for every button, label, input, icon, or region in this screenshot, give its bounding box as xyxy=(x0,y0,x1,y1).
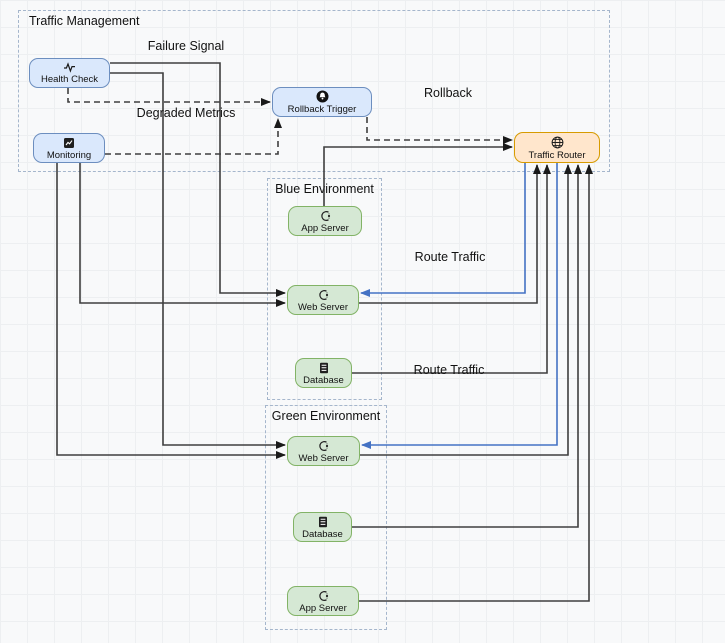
node-blue-database[interactable]: Database xyxy=(295,358,352,388)
node-label: Traffic Router xyxy=(528,149,586,161)
process-icon xyxy=(317,590,330,602)
health-check-icon xyxy=(63,62,76,73)
node-label: Database xyxy=(303,374,344,386)
node-label: Monitoring xyxy=(46,149,92,161)
monitoring-icon xyxy=(63,137,75,149)
edge-blue-appserver-to-trafficrouter xyxy=(323,143,513,206)
database-icon xyxy=(318,362,330,374)
edge-label-rollback: Rollback xyxy=(424,86,472,100)
edge-label-degraded-metrics: Degraded Metrics xyxy=(136,106,236,120)
edge-trafficrouter-to-green-webserver xyxy=(361,163,558,449)
node-label: Web Server xyxy=(298,452,349,464)
globe-icon xyxy=(551,136,564,149)
node-health-check[interactable]: Health Check xyxy=(29,58,110,88)
edge-trafficrouter-to-blue-webserver xyxy=(360,163,526,297)
container-traffic-management[interactable]: Traffic Management xyxy=(18,10,610,172)
edge-green-database-to-trafficrouter xyxy=(352,164,582,528)
node-green-app-server[interactable]: App Server xyxy=(287,586,359,616)
node-blue-app-server[interactable]: App Server xyxy=(288,206,362,236)
node-label: Health Check xyxy=(40,74,99,85)
edge-healthcheck-to-blue-webserver xyxy=(110,62,286,297)
edge-label-route-traffic-blue: Route Traffic xyxy=(414,250,486,264)
node-rollback-trigger[interactable]: Rollback Trigger xyxy=(272,87,372,117)
node-label: Rollback Trigger xyxy=(287,104,357,115)
edge-healthcheck-to-rollbacktrigger xyxy=(67,88,271,106)
node-label: Web Server xyxy=(298,301,348,313)
edge-healthcheck-to-green-webserver xyxy=(110,72,286,449)
bell-icon xyxy=(316,90,329,103)
edge-monitoring-to-rollbacktrigger xyxy=(105,118,282,155)
node-blue-web-server[interactable]: Web Server xyxy=(287,285,359,315)
database-icon xyxy=(317,516,329,528)
container-title: Green Environment xyxy=(271,409,381,423)
edge-green-appserver-to-trafficrouter xyxy=(359,164,593,602)
node-monitoring[interactable]: Monitoring xyxy=(33,133,105,163)
edge-blue-database-to-trafficrouter xyxy=(352,164,551,374)
edge-blue-webserver-to-trafficrouter xyxy=(359,164,541,304)
edge-label-route-traffic-green: Route Traffic xyxy=(413,363,485,377)
edge-rollbacktrigger-to-trafficrouter xyxy=(366,117,513,144)
edge-label-failure-signal: Failure Signal xyxy=(147,39,225,53)
container-green-environment[interactable]: Green Environment xyxy=(265,405,387,630)
edge-green-webserver-to-trafficrouter xyxy=(360,164,572,456)
process-icon xyxy=(317,289,330,301)
node-green-web-server[interactable]: Web Server xyxy=(287,436,360,466)
process-icon xyxy=(319,210,332,222)
edge-monitoring-to-green-webserver xyxy=(56,163,286,459)
node-green-database[interactable]: Database xyxy=(293,512,352,542)
node-label: App Server xyxy=(301,222,349,234)
node-label: App Server xyxy=(299,602,347,614)
edge-monitoring-to-blue-webserver xyxy=(79,163,286,307)
node-traffic-router[interactable]: Traffic Router xyxy=(514,132,600,163)
node-label: Database xyxy=(302,528,343,540)
container-title: Traffic Management xyxy=(29,14,140,28)
process-icon xyxy=(317,440,330,452)
